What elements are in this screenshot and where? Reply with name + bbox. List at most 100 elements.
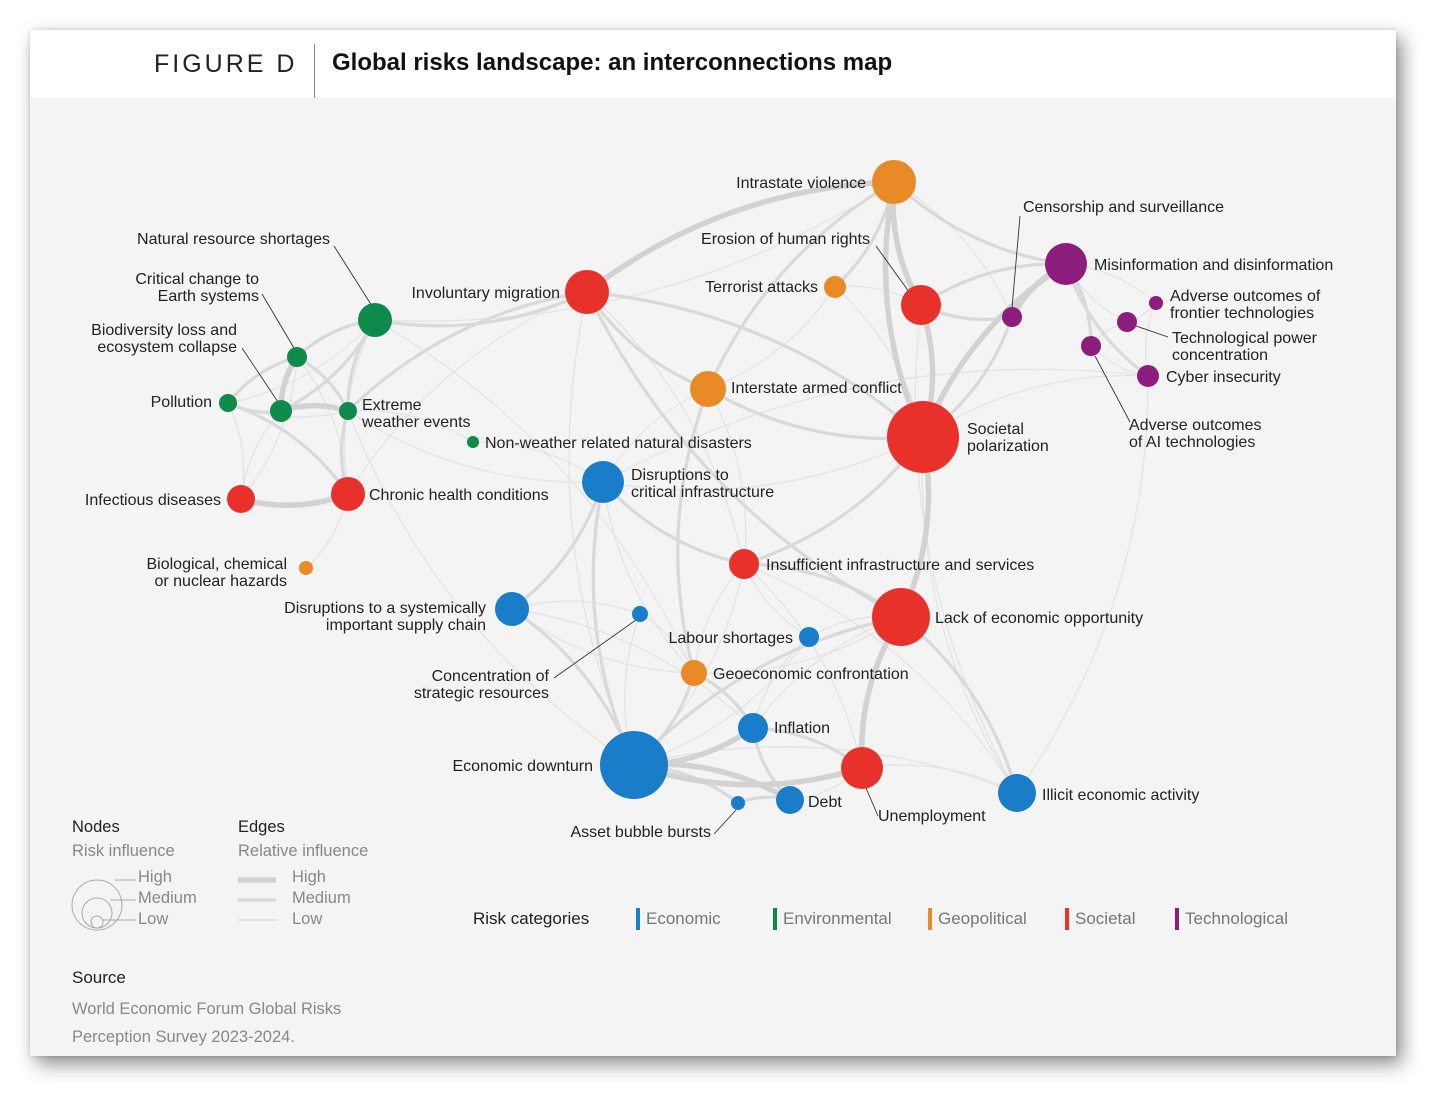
header-divider (314, 44, 315, 98)
leader-lines-layer (241, 215, 1169, 835)
edge-geoecon-insufficient (693, 563, 745, 674)
node-label-line: Interstate armed conflict (731, 380, 902, 397)
edge-migration-insufficient (586, 291, 745, 565)
node-label-erosion: Erosion of human rights (701, 231, 870, 248)
node-label-lackecon: Lack of economic opportunity (935, 610, 1143, 627)
node-label-terrorist: Terrorist attacks (705, 279, 818, 296)
node-label-line: Terrorist attacks (705, 279, 818, 296)
node-label-line: Economic downturn (452, 758, 593, 775)
node-cyber (1137, 365, 1159, 387)
node-label-bubble: Asset bubble bursts (570, 824, 711, 841)
node-label-line: Adverse outcomes of (1170, 288, 1321, 305)
edge-extreme-downturn (347, 410, 635, 766)
node-label-line: Chronic health conditions (369, 487, 549, 504)
leader-line-erosion (875, 245, 913, 297)
leader-line-unemployment (865, 787, 879, 817)
node-label-line: Concentration of (432, 668, 550, 685)
figure-label: FIGURE D (154, 50, 298, 78)
node-supplychain (495, 592, 529, 626)
node-chronic (331, 477, 365, 511)
edge-supplychain-inflation (511, 608, 754, 729)
figure-title: Global risks landscape: an interconnecti… (332, 49, 893, 76)
figure-card: FIGURE D Global risks landscape: an inte… (30, 30, 1396, 1056)
node-label-natres: Natural resource shortages (137, 231, 330, 248)
node-label-line: Debt (808, 794, 842, 811)
node-label-chronic: Chronic health conditions (369, 487, 549, 504)
node-extreme (339, 402, 357, 420)
edge-interstate-geoecon (676, 387, 710, 675)
node-frontier (1149, 296, 1163, 310)
node-label-line: Infectious diseases (85, 492, 221, 509)
category-technological: Technological (1175, 908, 1288, 930)
node-inflation (738, 713, 768, 743)
node-label-line: Extreme (362, 397, 422, 414)
node-label-line: frontier technologies (1170, 305, 1314, 322)
edge-disinfra-geoecon (602, 481, 695, 674)
node-terrorist (824, 276, 846, 298)
legend-edge-low: Low (292, 910, 323, 928)
node-label-downturn: Economic downturn (452, 758, 593, 775)
node-label-line: Intrastate violence (736, 175, 866, 192)
node-label-line: Critical change to (135, 271, 259, 288)
category-environmental-label: Environmental (783, 909, 892, 928)
node-label-infectious: Infectious diseases (85, 492, 221, 509)
edge-illicit-cyber (1016, 375, 1149, 794)
leader-line-critical (261, 293, 295, 349)
node-nonweather (467, 436, 479, 448)
node-label-line: Biodiversity loss and (91, 322, 237, 339)
node-label-line: Insufficient infrastructure and services (766, 557, 1034, 574)
node-label-line: Lack of economic opportunity (935, 610, 1143, 627)
node-critical (287, 347, 307, 367)
node-label-misinformation: Misinformation and disinformation (1094, 257, 1333, 274)
edge-illicit-insufficient (743, 563, 1018, 794)
node-label-line: Involuntary migration (411, 285, 560, 302)
edge-intrastate-migration (584, 179, 897, 295)
edge-infectious-pollution (227, 402, 245, 500)
node-label-line: Cyber insecurity (1166, 369, 1281, 386)
node-concentration (632, 606, 648, 622)
category-societal-swatch (1065, 908, 1069, 930)
node-ai (1081, 336, 1101, 356)
edge-natres-pollution (227, 319, 376, 404)
edge-insufficient-unemployment (743, 563, 863, 769)
node-label-line: concentration (1172, 347, 1268, 364)
nodes-layer (219, 160, 1163, 814)
figure-header: FIGURE D Global risks landscape: an inte… (30, 30, 1396, 98)
node-label-line: Technological power (1172, 330, 1318, 347)
node-unemployment (841, 747, 883, 789)
edge-intrastate-censorship (893, 181, 1013, 318)
legend-node-low: Low (138, 910, 169, 928)
edge-downturn-illicit (633, 746, 1018, 794)
node-label-migration: Involuntary migration (411, 285, 560, 302)
node-infectious (227, 485, 255, 513)
node-label-intrastate: Intrastate violence (736, 175, 866, 192)
node-label-labour: Labour shortages (668, 630, 793, 647)
node-label-line: ecosystem collapse (97, 339, 237, 356)
category-technological-swatch (1175, 908, 1179, 930)
node-label-interstate: Interstate armed conflict (731, 380, 902, 397)
leader-line-biodiversity (241, 347, 279, 403)
node-label-pollution: Pollution (151, 394, 212, 411)
edge-interstate-migration (585, 290, 710, 391)
edge-migration-chronic (347, 291, 588, 495)
node-natres (358, 303, 392, 337)
category-geopolitical: Geopolitical (928, 908, 1027, 930)
node-downturn (600, 731, 668, 799)
source-text: World Economic Forum Global Risks Percep… (72, 1000, 342, 1046)
node-label-line: Disruptions to (631, 467, 729, 484)
node-label-line: Societal (967, 421, 1024, 438)
node-label-inflation: Inflation (774, 720, 830, 737)
edge-polarization-disinfra (602, 436, 924, 491)
node-erosion (901, 285, 941, 325)
node-label-line: Adverse outcomes (1129, 417, 1262, 434)
node-label-line: Inflation (774, 720, 830, 737)
node-label-nonweather: Non-weather related natural disasters (485, 435, 752, 452)
category-economic-swatch (636, 908, 640, 930)
legend-shapes (71, 877, 276, 931)
